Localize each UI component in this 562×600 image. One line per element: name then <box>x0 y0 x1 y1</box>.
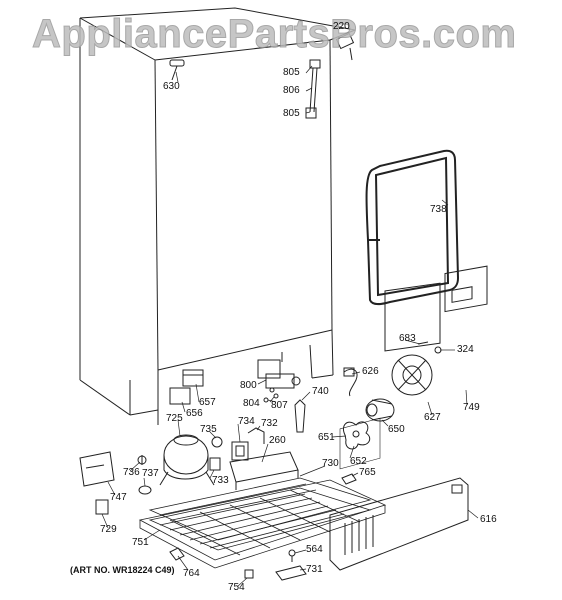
callout-650: 650 <box>388 424 405 435</box>
callout-734: 734 <box>238 416 255 427</box>
callout-220: 220 <box>333 21 350 32</box>
art-number: (ART NO. WR18224 C49) <box>70 565 175 575</box>
part-754-foot <box>244 569 254 579</box>
part-656-overload <box>169 387 191 405</box>
part-807-screw <box>263 397 269 403</box>
callout-747: 747 <box>110 492 127 503</box>
callout-626: 626 <box>362 366 379 377</box>
part-657-relay <box>182 369 204 387</box>
part-734-relay-cover <box>231 441 249 461</box>
callout-740: 740 <box>312 386 329 397</box>
callout-736: 736 <box>123 467 140 478</box>
callout-732: 732 <box>261 418 278 429</box>
part-630-clip <box>169 59 185 81</box>
callout-800: 800 <box>240 380 257 391</box>
callout-627: 627 <box>424 412 441 423</box>
callout-738: 738 <box>430 204 447 215</box>
callout-805-top: 805 <box>283 67 300 78</box>
part-738-heater-loop <box>365 149 460 306</box>
part-730-condenser <box>148 477 372 551</box>
callout-754: 754 <box>228 582 245 593</box>
part-652-fan-blade <box>342 421 371 450</box>
part-731-clip <box>275 565 307 581</box>
callout-806: 806 <box>283 85 300 96</box>
callout-804: 804 <box>243 398 260 409</box>
callout-683: 683 <box>399 333 416 344</box>
callout-805-bottom: 805 <box>283 108 300 119</box>
part-725-compressor <box>159 434 215 486</box>
part-616-rear-cover <box>329 417 469 571</box>
callout-807: 807 <box>271 400 288 411</box>
callout-260: 260 <box>269 435 286 446</box>
part-751-base-pan <box>138 479 387 569</box>
callout-564: 564 <box>306 544 323 555</box>
part-806-drain-tube <box>305 32 355 119</box>
part-627-fan-bracket <box>384 282 441 396</box>
callout-725: 725 <box>166 413 183 424</box>
part-733-plug <box>209 457 221 471</box>
callout-656: 656 <box>186 408 203 419</box>
callout-324: 324 <box>457 344 474 355</box>
callout-651: 651 <box>318 432 335 443</box>
part-732-bracket <box>247 427 265 444</box>
part-564-screw <box>288 549 296 562</box>
callout-730: 730 <box>322 458 339 469</box>
part-736-screw <box>137 455 147 465</box>
part-626-cord <box>343 367 358 397</box>
callout-731: 731 <box>306 564 323 575</box>
callout-737: 737 <box>142 468 159 479</box>
part-737-grommet <box>138 485 152 495</box>
part-260-drain-pan <box>229 451 299 490</box>
callout-leaders <box>101 65 479 587</box>
part-650-fan-motor <box>365 398 395 422</box>
part-765-bracket <box>341 473 357 485</box>
part-747-cover <box>79 451 115 487</box>
part-740-bracket <box>294 399 306 433</box>
part-804-screw <box>273 393 279 399</box>
part-764-bracket <box>169 547 185 561</box>
callout-616: 616 <box>480 514 497 525</box>
callout-749: 749 <box>463 402 480 413</box>
callout-765: 765 <box>359 467 376 478</box>
callout-751: 751 <box>132 537 149 548</box>
part-800-water-valve <box>257 352 301 393</box>
callout-735: 735 <box>200 424 217 435</box>
part-749-shroud <box>444 265 488 313</box>
cabinet-outline <box>79 7 356 425</box>
callout-729: 729 <box>100 524 117 535</box>
callout-733: 733 <box>212 475 229 486</box>
part-735-grommet <box>211 436 223 448</box>
part-729-box <box>95 499 109 515</box>
callout-657: 657 <box>199 397 216 408</box>
callout-652: 652 <box>350 456 367 467</box>
callout-764: 764 <box>183 568 200 579</box>
callout-630: 630 <box>163 81 180 92</box>
watermark: AppliancePartsPros.com <box>32 12 517 57</box>
